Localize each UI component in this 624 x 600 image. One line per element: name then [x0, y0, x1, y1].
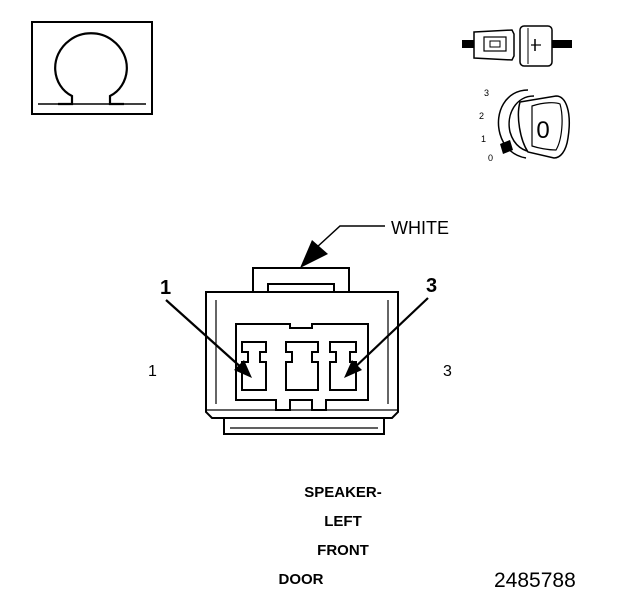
key-position-1: 1: [481, 134, 486, 144]
key-position-label: 0: [536, 117, 549, 144]
pin-side-left-label: 1: [148, 363, 157, 380]
pin-1-callout: 1: [160, 277, 252, 378]
caption-line-2: LEFT: [324, 513, 362, 530]
key-position-3: 3: [484, 88, 489, 98]
ignition-key-icon: 0 3 2 1 0: [479, 88, 570, 163]
pin-callout-left-label: 1: [160, 277, 171, 299]
caption-line-1: SPEAKER-: [304, 484, 382, 501]
pin-3-callout: 3: [344, 275, 437, 378]
caption-line-3: FRONT: [317, 542, 369, 559]
connector-caption: SPEAKER- LEFT FRONT DOOR: [279, 484, 382, 588]
connector-face: [205, 267, 399, 435]
wire-color-callout: WHITE: [300, 218, 449, 268]
connector-disconnect-icon: [462, 25, 572, 67]
figure-number: 2485788: [494, 569, 576, 592]
wire-color-label: WHITE: [391, 218, 449, 238]
pin-cavity-2: [285, 341, 319, 391]
key-position-2: 2: [479, 111, 484, 121]
pin-cavity-1: [241, 341, 267, 391]
pin-callout-right-label: 3: [426, 275, 437, 297]
key-position-0: 0: [488, 153, 493, 163]
pin-side-right-label: 3: [443, 363, 452, 380]
caption-line-4: DOOR: [279, 571, 324, 588]
pin-cavity-3: [329, 341, 357, 391]
ohmmeter-icon: [31, 21, 153, 115]
